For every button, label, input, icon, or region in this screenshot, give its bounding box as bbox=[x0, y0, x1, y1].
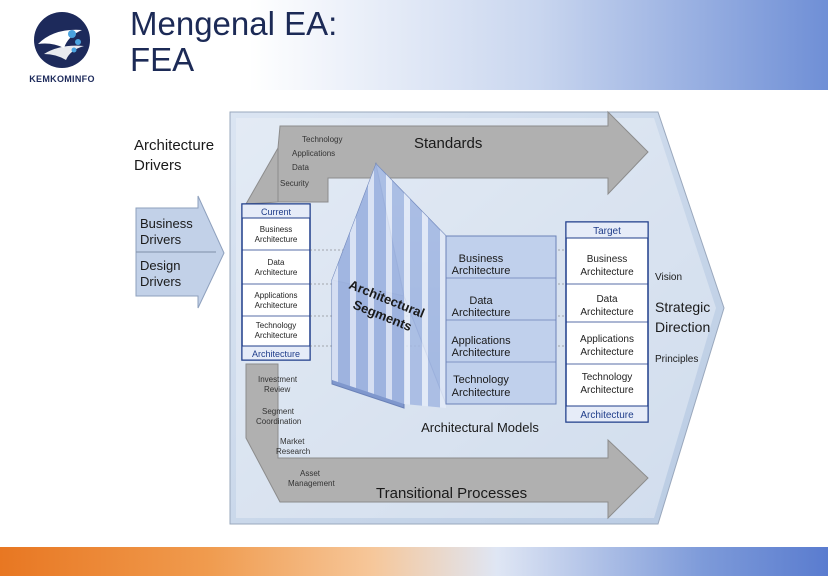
current-item-3-a: Technology bbox=[256, 321, 296, 330]
logo-text: KEMKOMINFO bbox=[29, 74, 95, 84]
target-footer: Architecture bbox=[580, 410, 634, 421]
current-header-bg bbox=[241, 203, 311, 219]
prism-stripes bbox=[332, 164, 446, 408]
target-footer-bg bbox=[565, 405, 649, 423]
prism-item-3-b: Architecture bbox=[452, 387, 511, 399]
drivers-title-2: Drivers bbox=[134, 157, 182, 174]
current-item-3-b: Architecture bbox=[255, 331, 298, 340]
standards-item-1: Applications bbox=[292, 149, 335, 158]
vision-label: Vision bbox=[655, 272, 682, 283]
logo-emblem-icon bbox=[34, 12, 90, 68]
strategic-direction-2: Direction bbox=[655, 319, 710, 335]
transitional-item-0-a: Investment bbox=[258, 375, 298, 384]
standards-item-0: Technology bbox=[302, 135, 342, 144]
transitional-item-2-a: Market bbox=[280, 437, 305, 446]
principles-label: Principles bbox=[655, 354, 698, 365]
title-line-1: Mengenal EA: bbox=[130, 5, 338, 42]
current-footer: Architecture bbox=[252, 349, 300, 359]
header-banner: KEMKOMINFO Mengenal EA: FEA bbox=[0, 0, 828, 90]
fea-diagram-svg: Architecture Drivers Business Drivers De… bbox=[134, 110, 725, 525]
prism-item-2-a: Applications bbox=[451, 335, 511, 347]
prism-item-0-b: Architecture bbox=[452, 265, 511, 277]
strategic-direction-1: Strategic bbox=[655, 299, 710, 315]
prism-item-2-b: Architecture bbox=[452, 347, 511, 359]
transitional-item-3-b: Management bbox=[288, 479, 335, 488]
transitional-item-2-b: Research bbox=[276, 447, 310, 456]
models-label: Architectural Models bbox=[421, 420, 539, 435]
footer-bar bbox=[0, 547, 828, 576]
business-drivers-1: Business bbox=[140, 216, 193, 231]
business-drivers-2: Drivers bbox=[140, 232, 182, 247]
target-item-2-b: Architecture bbox=[580, 347, 634, 358]
design-drivers-1: Design bbox=[140, 258, 180, 273]
prism-item-1-a: Data bbox=[469, 295, 493, 307]
target-item-1-a: Data bbox=[596, 294, 618, 305]
target-item-0-a: Business bbox=[587, 254, 628, 265]
standards-label: Standards bbox=[414, 135, 482, 152]
current-item-1-b: Architecture bbox=[255, 268, 298, 277]
drivers-title-1: Architecture bbox=[134, 137, 214, 154]
current-item-0-a: Business bbox=[260, 225, 292, 234]
standards-arrow-tail bbox=[245, 146, 279, 205]
transitional-item-1-a: Segment bbox=[262, 407, 295, 416]
prism-item-1-b: Architecture bbox=[452, 307, 511, 319]
transitional-arrow bbox=[245, 363, 649, 520]
current-architecture-box bbox=[241, 203, 311, 361]
current-header: Current bbox=[261, 207, 292, 217]
transitional-item-0-b: Review bbox=[264, 385, 290, 394]
current-item-2-a: Applications bbox=[254, 291, 297, 300]
fea-diagram: Architecture Drivers Business Drivers De… bbox=[128, 108, 728, 526]
current-item-0-b: Architecture bbox=[255, 235, 298, 244]
target-header: Target bbox=[593, 226, 621, 237]
transitional-item-3-a: Asset bbox=[300, 469, 321, 478]
transitional-item-1-b: Coordination bbox=[256, 417, 301, 426]
target-header-bg bbox=[565, 221, 649, 239]
standards-item-3: Security bbox=[280, 179, 309, 188]
prism-item-0-a: Business bbox=[459, 253, 504, 265]
transitional-label: Transitional Processes bbox=[376, 485, 527, 502]
page-title: Mengenal EA: FEA bbox=[130, 6, 337, 78]
target-item-1-b: Architecture bbox=[580, 307, 634, 318]
target-item-3-b: Architecture bbox=[580, 385, 634, 396]
prism-item-3-a: Technology bbox=[453, 374, 509, 386]
current-item-2-b: Architecture bbox=[255, 301, 298, 310]
design-drivers-2: Drivers bbox=[140, 274, 182, 289]
target-item-2-a: Applications bbox=[580, 334, 634, 345]
target-item-0-b: Architecture bbox=[580, 267, 634, 278]
current-footer-bg bbox=[241, 345, 311, 361]
kemkominfo-logo: KEMKOMINFO bbox=[24, 8, 100, 88]
target-item-3-a: Technology bbox=[582, 372, 633, 383]
current-item-1-a: Data bbox=[268, 258, 285, 267]
title-line-2: FEA bbox=[130, 41, 195, 78]
standards-item-2: Data bbox=[292, 163, 309, 172]
